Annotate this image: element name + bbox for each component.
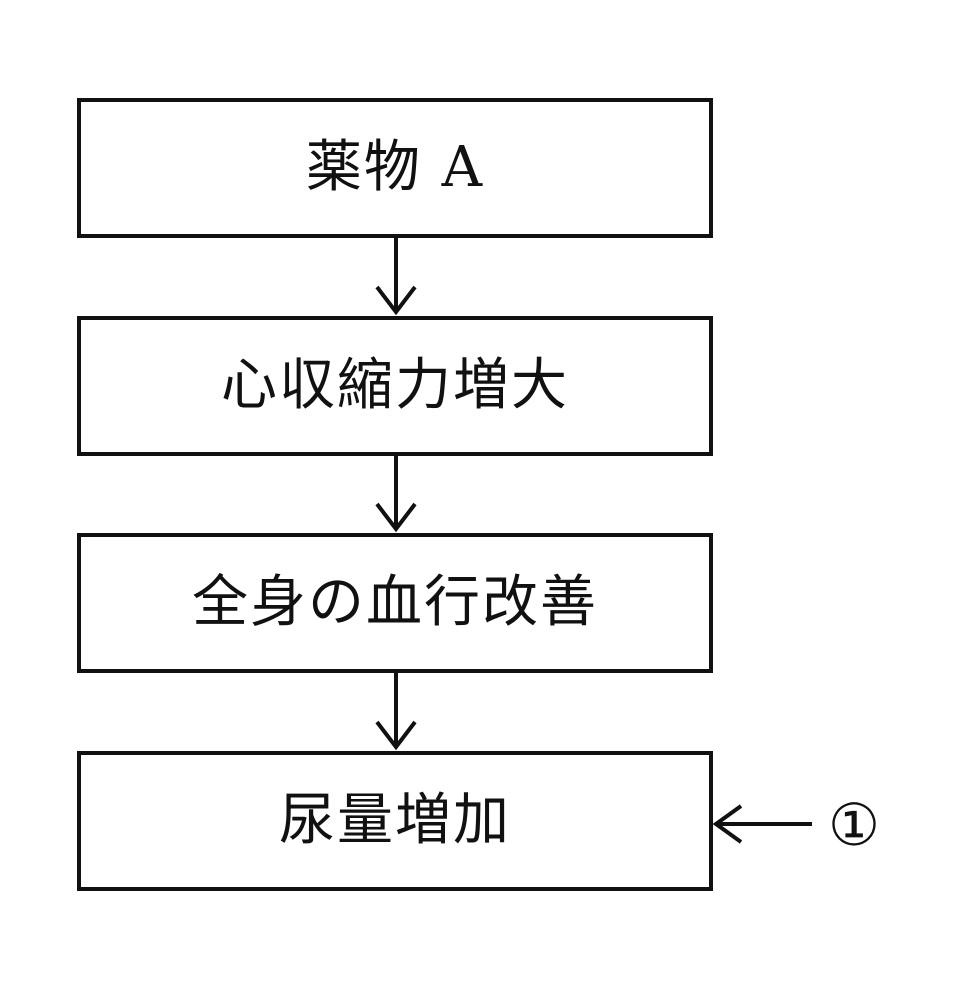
flow-step-circulation: 全身の血行改善 <box>77 533 713 673</box>
down-arrow-3 <box>375 673 417 751</box>
flow-step-label: 薬物 A <box>305 135 485 200</box>
flow-step-label: 心収縮力増大 <box>221 353 569 418</box>
circled-number-marker: ① <box>828 791 880 859</box>
flow-step-urine-output: 尿量増加 <box>77 751 713 891</box>
left-arrow-marker <box>712 804 812 844</box>
down-arrow-2 <box>375 456 417 533</box>
down-arrow-1 <box>375 238 417 316</box>
flow-step-label: 尿量増加 <box>279 788 511 853</box>
flow-step-label: 全身の血行改善 <box>192 570 598 635</box>
flow-step-contractility: 心収縮力増大 <box>77 316 713 456</box>
flow-step-drug-a: 薬物 A <box>77 98 713 238</box>
